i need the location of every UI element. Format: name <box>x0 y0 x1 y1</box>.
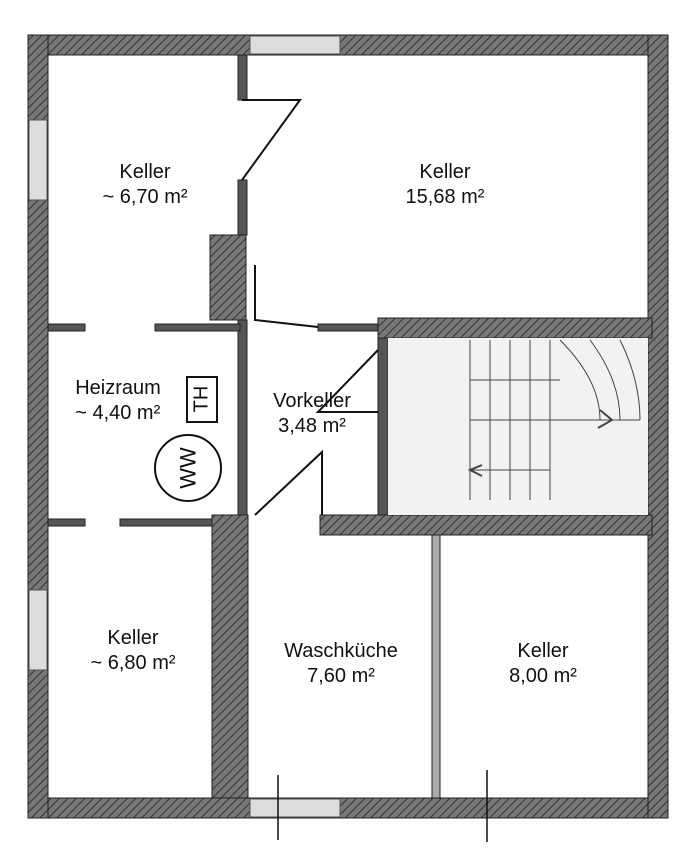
water-heater-label: WW <box>175 447 201 489</box>
door-markers <box>277 770 488 842</box>
room-name: Keller <box>517 640 569 662</box>
room-area: 7,60 m² <box>307 665 375 687</box>
room-keller-bottom-right: Keller 8,00 m² <box>509 639 577 689</box>
room-keller-top-right: Keller 15,68 m² <box>406 160 485 210</box>
room-name: Waschküche <box>284 640 398 662</box>
room-vorkeller: Vorkeller 3,48 m² <box>273 389 351 439</box>
stairs <box>388 338 648 515</box>
door-swings <box>241 99 379 516</box>
room-area: ~ 6,80 m² <box>90 652 176 674</box>
window <box>249 798 341 818</box>
room-name: Vorkeller <box>273 390 351 412</box>
room-name: Keller <box>419 161 471 183</box>
room-waschkueche: Waschküche 7,60 m² <box>284 639 398 689</box>
inner-walls <box>47 54 653 799</box>
room-keller-top-left: Keller ~ 6,70 m² <box>102 160 187 210</box>
room-area: 3,48 m² <box>278 415 346 437</box>
window <box>28 119 48 201</box>
room-heizraum: Heizraum ~ 4,40 m² <box>75 376 161 426</box>
room-area: 8,00 m² <box>509 665 577 687</box>
room-area: 15,68 m² <box>405 186 485 208</box>
outer-walls <box>27 34 669 819</box>
water-heater-symbol <box>154 434 222 502</box>
room-keller-bottom-left: Keller ~ 6,80 m² <box>90 626 175 676</box>
room-area: ~ 6,70 m² <box>102 186 188 208</box>
window <box>28 589 48 671</box>
room-name: Keller <box>107 627 159 649</box>
heater-label: TH <box>190 385 213 413</box>
room-area: ~ 4,40 m² <box>75 402 161 424</box>
window <box>249 35 341 55</box>
room-name: Heizraum <box>75 377 161 399</box>
heater-symbol <box>186 376 218 423</box>
room-name: Keller <box>119 161 171 183</box>
